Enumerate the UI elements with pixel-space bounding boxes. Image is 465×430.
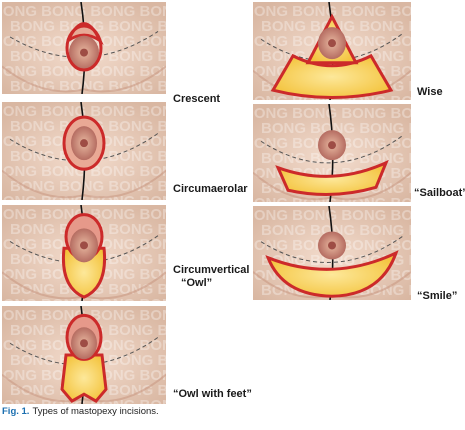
figure-caption-text: Types of mastopexy incisions.: [32, 406, 159, 417]
incision-outline: [65, 24, 103, 72]
watermark-text: BONG BONG BONG BONG BONG: [261, 120, 411, 137]
label-owl: “Owl”: [181, 277, 213, 289]
panel-crescent: BONG BONG BONG BONG BONG BONG BONG BONG …: [2, 2, 166, 94]
watermark-text: BONG BONG BONG BONG BONG: [253, 105, 411, 122]
inframammary-guide: [260, 134, 404, 164]
panel-sailboat: BONG BONG BONG BONG BONG BONG BONG BONG …: [253, 104, 411, 202]
nipple: [80, 48, 88, 57]
nipple: [80, 241, 88, 250]
vertical-wedge: [60, 353, 108, 403]
panel-circumvertical: BONG BONG BONG BONG BONG BONG BONG BONG …: [2, 205, 166, 301]
figure-number: Fig. 1.: [2, 406, 30, 417]
watermark-text: BONG BONG BONG BONG BONG: [253, 207, 411, 224]
panel-smile: BONG BONG BONG BONG BONG BONG BONG BONG …: [253, 206, 411, 300]
watermark-text: BONG BONG BONG BONG BONG: [261, 222, 411, 239]
watermark-text: BONG BONG BONG BONG BONG: [253, 195, 411, 202]
inframammary-guide: [260, 32, 404, 62]
watermark-text: BONG BONG BONG BONG BONG: [2, 3, 166, 20]
nipple: [328, 241, 336, 250]
nipple: [328, 39, 336, 48]
panel-owl-with-feet: BONG BONG BONG BONG BONG BONG BONG BONG …: [2, 306, 166, 404]
smile-wedge: [265, 250, 399, 298]
watermark-text: BONG BONG BONG BONG BONG: [2, 103, 166, 120]
vertical-wedge: [61, 246, 107, 299]
watermark-text: BONG BONG BONG BONG BONG: [253, 3, 411, 20]
panel-circumareolar: BONG BONG BONG BONG BONG BONG BONG BONG …: [2, 102, 166, 200]
label-wise: Wise: [417, 86, 443, 98]
breast-contour: [2, 373, 166, 403]
watermark-text: BONG BONG BONG BONG BONG: [2, 193, 166, 200]
label-crescent: Crescent: [173, 93, 221, 105]
label-owl-with-feet: “Owl with feet”: [173, 388, 252, 400]
breast-contour: [2, 65, 166, 93]
nipple: [80, 339, 88, 348]
breast-contour: [2, 169, 166, 199]
watermark-text: BONG BONG BONG BONG BONG: [2, 93, 166, 94]
watermark-text: BONG BONG BONG BONG BONG: [2, 397, 166, 404]
label-smile: “Smile”: [417, 290, 458, 302]
label-sailboat: “Sailboat”: [414, 187, 465, 199]
label-circumvertical: Circumvertical: [173, 264, 250, 276]
nipple: [328, 141, 336, 150]
breast-contour: [253, 171, 411, 201]
watermark-text: BONG BONG BONG BONG BONG: [10, 178, 166, 195]
label-circumareolar: Circumaerolar: [173, 183, 248, 195]
sailboat-wedge: [275, 159, 389, 196]
watermark-text: BONG BONG BONG BONG BONG: [253, 297, 411, 300]
figure-caption: Fig. 1.Types of mastopexy incisions.: [2, 406, 159, 417]
panel-wise: BONG BONG BONG BONG BONG BONG BONG BONG …: [253, 2, 411, 100]
wise-wedge: [270, 53, 394, 99]
nipple: [80, 139, 88, 148]
